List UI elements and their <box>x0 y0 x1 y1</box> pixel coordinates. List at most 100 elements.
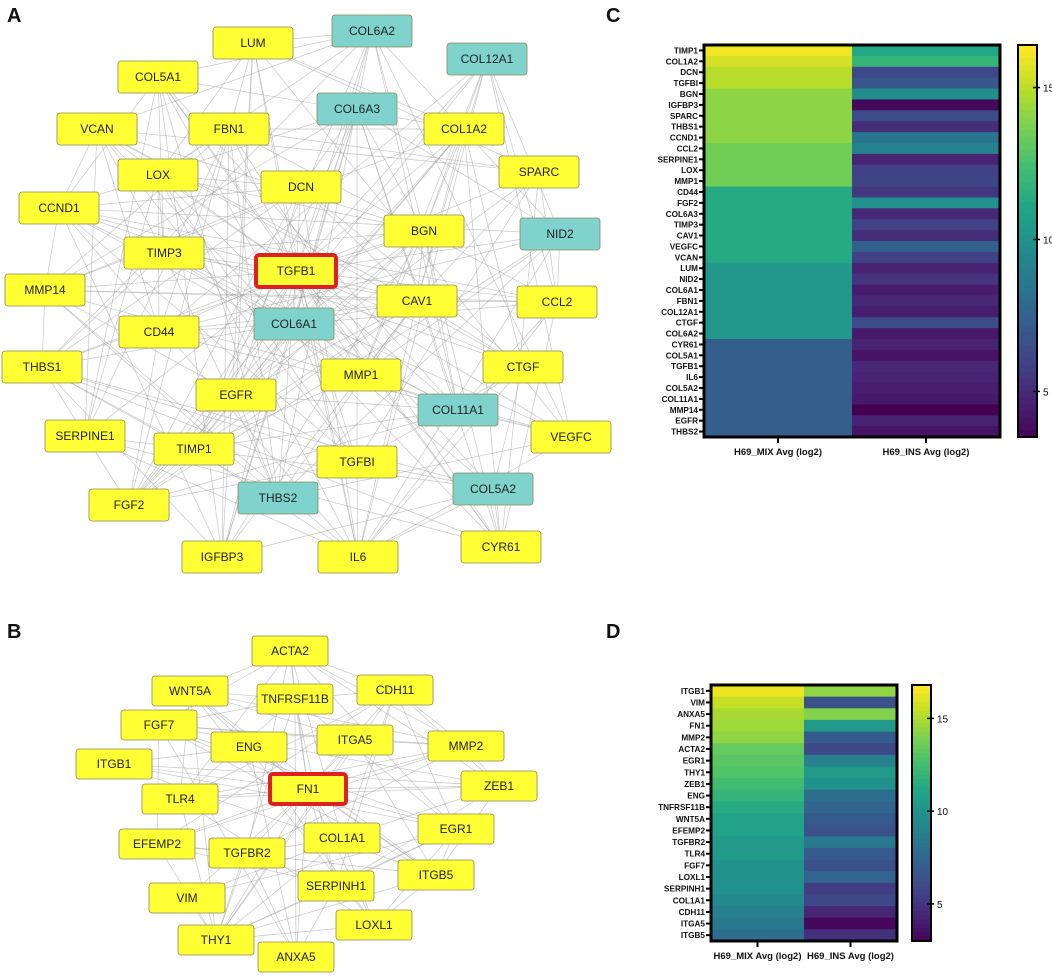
net-b-node-loxl1[interactable]: LOXL1 <box>335 909 413 941</box>
heatmap-row-label: SERPINE1 <box>658 155 699 164</box>
net-a-node-sparc[interactable]: SPARC <box>498 155 580 189</box>
heatmap-cell <box>704 328 853 340</box>
net-a-node-col6a1[interactable]: COL6A1 <box>253 307 335 341</box>
net-a-node-tgfb1[interactable]: TGFB1 <box>254 253 338 289</box>
net-b-node-tlr4[interactable]: TLR4 <box>141 783 219 815</box>
net-b-node-egr1[interactable]: EGR1 <box>417 813 495 845</box>
net-a-node-bgn[interactable]: BGN <box>383 214 465 248</box>
net-a-node-col5a1[interactable]: COL5A1 <box>117 60 199 94</box>
heatmap-row-label: TGFBI <box>673 79 698 88</box>
net-a-node-nid2[interactable]: NID2 <box>519 217 601 251</box>
net-a-node-mmp14[interactable]: MMP14 <box>4 273 86 307</box>
net-b-node-fn1[interactable]: FN1 <box>268 772 348 806</box>
net-b-node-fgf7[interactable]: FGF7 <box>120 709 198 741</box>
net-a-edge <box>41 252 165 368</box>
net-a-node-serpine1[interactable]: SERPINE1 <box>44 419 126 453</box>
net-a-edge <box>423 128 465 232</box>
net-b-node-vim[interactable]: VIM <box>148 882 226 914</box>
heatmap-cell <box>852 55 1001 68</box>
net-b-node-col1a1[interactable]: COL1A1 <box>303 822 381 854</box>
net-a-edge <box>96 30 373 130</box>
net-a-node-fbn1[interactable]: FBN1 <box>188 112 270 146</box>
net-a-node-lox[interactable]: LOX <box>117 158 199 192</box>
net-a-node-cyr61[interactable]: CYR61 <box>460 530 542 564</box>
net-a-edge <box>293 323 494 490</box>
net-b-node-label: TGFBR2 <box>223 846 271 860</box>
net-b-node-eng[interactable]: ENG <box>210 731 288 763</box>
net-b-node-serpinh1[interactable]: SERPINH1 <box>297 870 375 902</box>
net-b-edge <box>289 650 343 839</box>
colorbar-segment <box>912 847 931 852</box>
net-a-edge <box>96 128 425 232</box>
net-a-node-igfbp3[interactable]: IGFBP3 <box>181 540 263 574</box>
net-b-node-mmp2[interactable]: MMP2 <box>427 730 505 762</box>
net-a-node-col11a1[interactable]: COL11A1 <box>417 393 499 427</box>
net-b-node-thy1[interactable]: THY1 <box>177 924 255 956</box>
net-a-edge <box>228 128 279 499</box>
net-a-node-cav1[interactable]: CAV1 <box>376 284 458 318</box>
heatmap-row-label: ANXA5 <box>677 710 705 719</box>
net-b-node-itga5[interactable]: ITGA5 <box>316 724 394 756</box>
net-a-node-col12a1[interactable]: COL12A1 <box>446 42 528 76</box>
net-b-node-itgb1[interactable]: ITGB1 <box>75 748 153 780</box>
net-a-node-fgf2[interactable]: FGF2 <box>88 488 170 522</box>
heatmap-cell <box>804 871 898 884</box>
heatmap-cell <box>704 88 853 100</box>
heatmap-cell <box>711 824 805 837</box>
net-a-node-box <box>316 92 398 126</box>
heatmap-cell <box>804 813 898 826</box>
net-b-node-zeb1[interactable]: ZEB1 <box>460 770 538 802</box>
net-b-node-label: EFEMP2 <box>133 837 181 851</box>
net-a-node-dcn[interactable]: DCN <box>260 170 342 204</box>
net-b-node-cdh11[interactable]: CDH11 <box>356 674 434 706</box>
net-b-node-anxa5[interactable]: ANXA5 <box>257 941 335 973</box>
net-a-node-timp1[interactable]: TIMP1 <box>153 432 235 466</box>
net-a-node-vegfc[interactable]: VEGFC <box>530 420 612 454</box>
net-a-node-tgfbi[interactable]: TGFBI <box>316 445 398 479</box>
net-a-node-col5a2[interactable]: COL5A2 <box>452 472 534 506</box>
heatmap-cell <box>852 186 1001 198</box>
heatmap-column-label: H69_INS Avg (log2) <box>807 951 894 962</box>
heatmap-cell <box>852 339 1001 351</box>
net-b-node-box <box>257 941 335 973</box>
net-a-node-ccnd1[interactable]: CCND1 <box>18 191 100 225</box>
net-b-node-wnt5a[interactable]: WNT5A <box>151 675 229 707</box>
heatmap-cell <box>704 404 853 416</box>
net-a-node-ccl2[interactable]: CCL2 <box>516 285 598 319</box>
net-b-node-efemp2[interactable]: EFEMP2 <box>118 828 196 860</box>
net-a-node-timp3[interactable]: TIMP3 <box>123 236 205 270</box>
net-a-edge <box>84 270 297 437</box>
net-a-node-il6[interactable]: IL6 <box>317 540 399 574</box>
net-a-node-col1a2[interactable]: COL1A2 <box>423 112 505 146</box>
net-a-node-ctgf[interactable]: CTGF <box>482 350 564 384</box>
net-a-node-label: BGN <box>411 224 437 238</box>
net-b-node-acta2[interactable]: ACTA2 <box>251 635 329 667</box>
net-a-node-egfr[interactable]: EGFR <box>195 378 277 412</box>
heatmap-cell <box>704 262 853 275</box>
colorbar-segment <box>912 855 931 861</box>
net-a-node-box <box>376 284 458 318</box>
net-a-node-label: MMP14 <box>24 283 66 297</box>
net-a-node-cd44[interactable]: CD44 <box>118 315 200 349</box>
net-a-node-label: TGFBI <box>339 455 374 469</box>
net-a-node-label: IGFBP3 <box>201 550 244 564</box>
heatmap-cell <box>704 219 853 231</box>
net-a-node-lum[interactable]: LUM <box>212 26 294 60</box>
net-b-node-tgfbr2[interactable]: TGFBR2 <box>208 837 286 869</box>
net-a-node-thbs2[interactable]: THBS2 <box>237 481 319 515</box>
net-b-node-tnfrsf11b[interactable]: TNFRSF11B <box>256 683 334 715</box>
net-a-node-col6a2[interactable]: COL6A2 <box>331 14 413 48</box>
net-a-node-mmp1[interactable]: MMP1 <box>320 358 402 392</box>
net-a-node-thbs1[interactable]: THBS1 <box>1 350 83 384</box>
net-b-node-box <box>356 674 434 706</box>
heatmap-row-label: WNT5A <box>676 815 705 824</box>
net-a-node-col6a3[interactable]: COL6A3 <box>316 92 398 126</box>
net-a-edge <box>235 42 254 396</box>
colorbar-segment <box>912 923 931 929</box>
net-a-node-vcan[interactable]: VCAN <box>56 112 138 146</box>
heatmap-cell <box>852 328 1001 340</box>
net-b-node-itgb5[interactable]: ITGB5 <box>397 859 475 891</box>
heatmap-cell <box>852 295 1001 307</box>
net-a-node-box <box>181 540 263 574</box>
net-a-node-label: SPARC <box>519 165 560 179</box>
